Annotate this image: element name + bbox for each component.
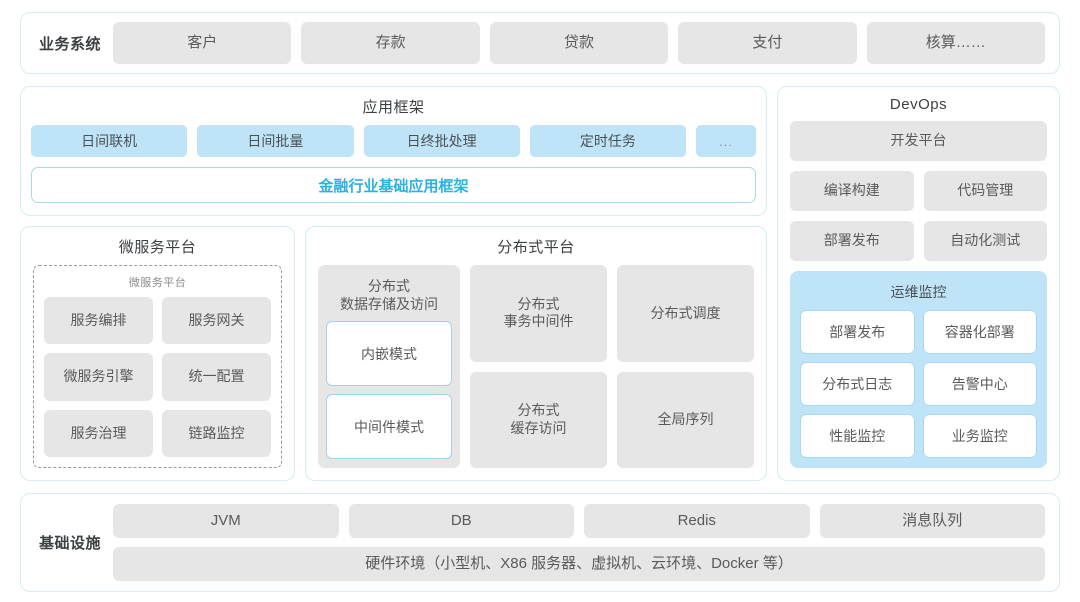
dist-cell-0-line1: 分布式	[517, 295, 560, 312]
app-module-eod-batch[interactable]: 日终批处理	[363, 125, 520, 157]
app-framework-modules: 日间联机 日间批量 日终批处理 定时任务 ...	[31, 125, 756, 157]
distributed-platform-card: 分布式平台 分布式 数据存储及访问 内嵌模式 中间件模式	[305, 226, 767, 481]
distributed-storage-mode-embedded[interactable]: 内嵌模式	[326, 321, 452, 387]
business-item-customer[interactable]: 客户	[113, 22, 292, 64]
devops-item-automated-test[interactable]: 自动化测试	[923, 221, 1047, 261]
distributed-platform-title: 分布式平台	[497, 239, 575, 256]
app-module-daytime-online[interactable]: 日间联机	[31, 125, 188, 157]
app-module-scheduled-task[interactable]: 定时任务	[529, 125, 686, 157]
business-item-payment[interactable]: 支付	[678, 22, 857, 64]
business-system-items: 客户 存款 贷款 支付 核算……	[113, 22, 1045, 64]
infrastructure-label: 基础设施	[39, 535, 102, 552]
distributed-storage-title-line2: 数据存储及访问	[340, 296, 438, 313]
ops-item-business-monitor[interactable]: 业务监控	[922, 414, 1037, 458]
distributed-storage-column: 分布式 数据存储及访问 内嵌模式 中间件模式	[318, 265, 460, 468]
devops-title: DevOps	[889, 96, 948, 113]
microservice-item-orchestration[interactable]: 服务编排	[44, 297, 153, 345]
business-system-label: 业务系统	[39, 35, 102, 53]
infra-item-db[interactable]: DB	[348, 504, 575, 538]
microservice-items: 服务编排 服务网关 微服务引擎 统一配置 服务治理 链路监控	[44, 297, 271, 457]
devops-column: DevOps 开发平台 编译构建 代码管理 部署发布 自动化测试 运维监控 部署…	[777, 86, 1060, 481]
devops-item-deploy-release[interactable]: 部署发布	[790, 221, 914, 261]
microservice-inner-label: 微服务平台	[128, 277, 187, 289]
ops-item-deploy-release[interactable]: 部署发布	[800, 310, 915, 354]
infrastructure-stack: JVM DB Redis 消息队列 硬件环境（小型机、X86 服务器、虚拟机、云…	[113, 504, 1046, 581]
ops-monitor-title: 运维监控	[890, 284, 947, 300]
platform-row: 微服务平台 微服务平台 服务编排 服务网关 微服务引擎 统一配置 服务治理 链路…	[20, 226, 767, 481]
business-system-row: 业务系统 客户 存款 贷款 支付 核算……	[20, 12, 1060, 74]
distributed-storage-title-line1: 分布式	[368, 278, 410, 294]
devops-dev-platform[interactable]: 开发平台	[790, 121, 1047, 161]
dist-cell-3-line1: 全局序列	[657, 411, 714, 427]
ops-monitor-panel: 运维监控 部署发布 容器化部署 分布式日志 告警中心 性能监控 业务监控	[790, 271, 1047, 468]
dist-cell-2-line2: 缓存访问	[510, 419, 567, 436]
ops-monitor-items: 部署发布 容器化部署 分布式日志 告警中心 性能监控 业务监控	[800, 310, 1037, 458]
microservice-platform-card: 微服务平台 微服务平台 服务编排 服务网关 微服务引擎 统一配置 服务治理 链路…	[20, 226, 295, 481]
business-item-loan[interactable]: 贷款	[489, 22, 669, 64]
distributed-storage-card[interactable]: 分布式 数据存储及访问 内嵌模式 中间件模式	[318, 265, 460, 468]
infrastructure-row: 基础设施 JVM DB Redis 消息队列 硬件环境（小型机、X86 服务器、…	[20, 493, 1060, 592]
middle-region: 应用框架 日间联机 日间批量 日终批处理 定时任务 ... 金融行业基础应用框架…	[20, 86, 1060, 481]
ops-item-distributed-log[interactable]: 分布式日志	[800, 362, 915, 406]
microservice-item-unified-config[interactable]: 统一配置	[162, 353, 271, 401]
dist-cell-0-line2: 事务中间件	[503, 313, 574, 330]
app-module-daytime-batch[interactable]: 日间批量	[197, 125, 354, 157]
devops-items: 编译构建 代码管理 部署发布 自动化测试	[790, 171, 1047, 261]
distributed-module-global-sequence[interactable]: 全局序列	[617, 371, 754, 468]
infrastructure-hardware-row: 硬件环境（小型机、X86 服务器、虚拟机、云环境、Docker 等）	[113, 547, 1045, 581]
infra-item-message-queue[interactable]: 消息队列	[819, 504, 1046, 538]
ops-item-containerized-deploy[interactable]: 容器化部署	[922, 310, 1037, 354]
distributed-storage-mode-middleware[interactable]: 中间件模式	[326, 394, 452, 459]
middle-left-column: 应用框架 日间联机 日间批量 日终批处理 定时任务 ... 金融行业基础应用框架…	[20, 86, 767, 481]
ops-item-alert-center[interactable]: 告警中心	[922, 362, 1037, 406]
distributed-module-grid: 分布式事务中间件 分布式调度 分布式缓存访问 全局序列	[470, 265, 754, 468]
microservice-item-gateway[interactable]: 服务网关	[162, 297, 271, 345]
distributed-platform-body: 分布式 数据存储及访问 内嵌模式 中间件模式 分布式事务中间件	[306, 265, 766, 480]
ops-item-performance-monitor[interactable]: 性能监控	[800, 414, 915, 458]
microservice-item-governance[interactable]: 服务治理	[44, 409, 153, 457]
app-module-more-icon[interactable]: ...	[696, 125, 756, 157]
microservice-item-trace-monitor[interactable]: 链路监控	[162, 409, 271, 457]
distributed-module-transaction-middleware[interactable]: 分布式事务中间件	[470, 265, 607, 362]
infra-item-redis[interactable]: Redis	[584, 504, 810, 538]
distributed-module-scheduling[interactable]: 分布式调度	[617, 265, 754, 362]
infra-hardware-environment[interactable]: 硬件环境（小型机、X86 服务器、虚拟机、云环境、Docker 等）	[113, 547, 1045, 581]
financial-foundation-framework-bar[interactable]: 金融行业基础应用框架	[31, 167, 756, 203]
dist-cell-2-line1: 分布式	[517, 402, 560, 419]
dist-cell-1-line1: 分布式调度	[650, 304, 721, 321]
infra-item-jvm[interactable]: JVM	[113, 504, 339, 538]
distributed-module-cache-access[interactable]: 分布式缓存访问	[470, 371, 607, 468]
infrastructure-items: JVM DB Redis 消息队列	[113, 504, 1046, 538]
business-item-accounting[interactable]: 核算……	[866, 22, 1045, 64]
app-framework-card: 应用框架 日间联机 日间批量 日终批处理 定时任务 ... 金融行业基础应用框架	[20, 86, 767, 216]
devops-item-build[interactable]: 编译构建	[790, 171, 914, 211]
business-item-deposit[interactable]: 存款	[301, 22, 480, 64]
microservice-platform-title: 微服务平台	[118, 239, 197, 256]
app-framework-title: 应用框架	[362, 99, 425, 116]
microservice-inner-group: 微服务平台 服务编排 服务网关 微服务引擎 统一配置 服务治理 链路监控	[33, 265, 282, 468]
devops-item-code-management[interactable]: 代码管理	[923, 171, 1047, 211]
devops-card: DevOps 开发平台 编译构建 代码管理 部署发布 自动化测试 运维监控 部署…	[777, 86, 1060, 481]
microservice-item-engine[interactable]: 微服务引擎	[44, 353, 153, 401]
distributed-storage-title: 分布式 数据存储及访问	[326, 273, 452, 321]
